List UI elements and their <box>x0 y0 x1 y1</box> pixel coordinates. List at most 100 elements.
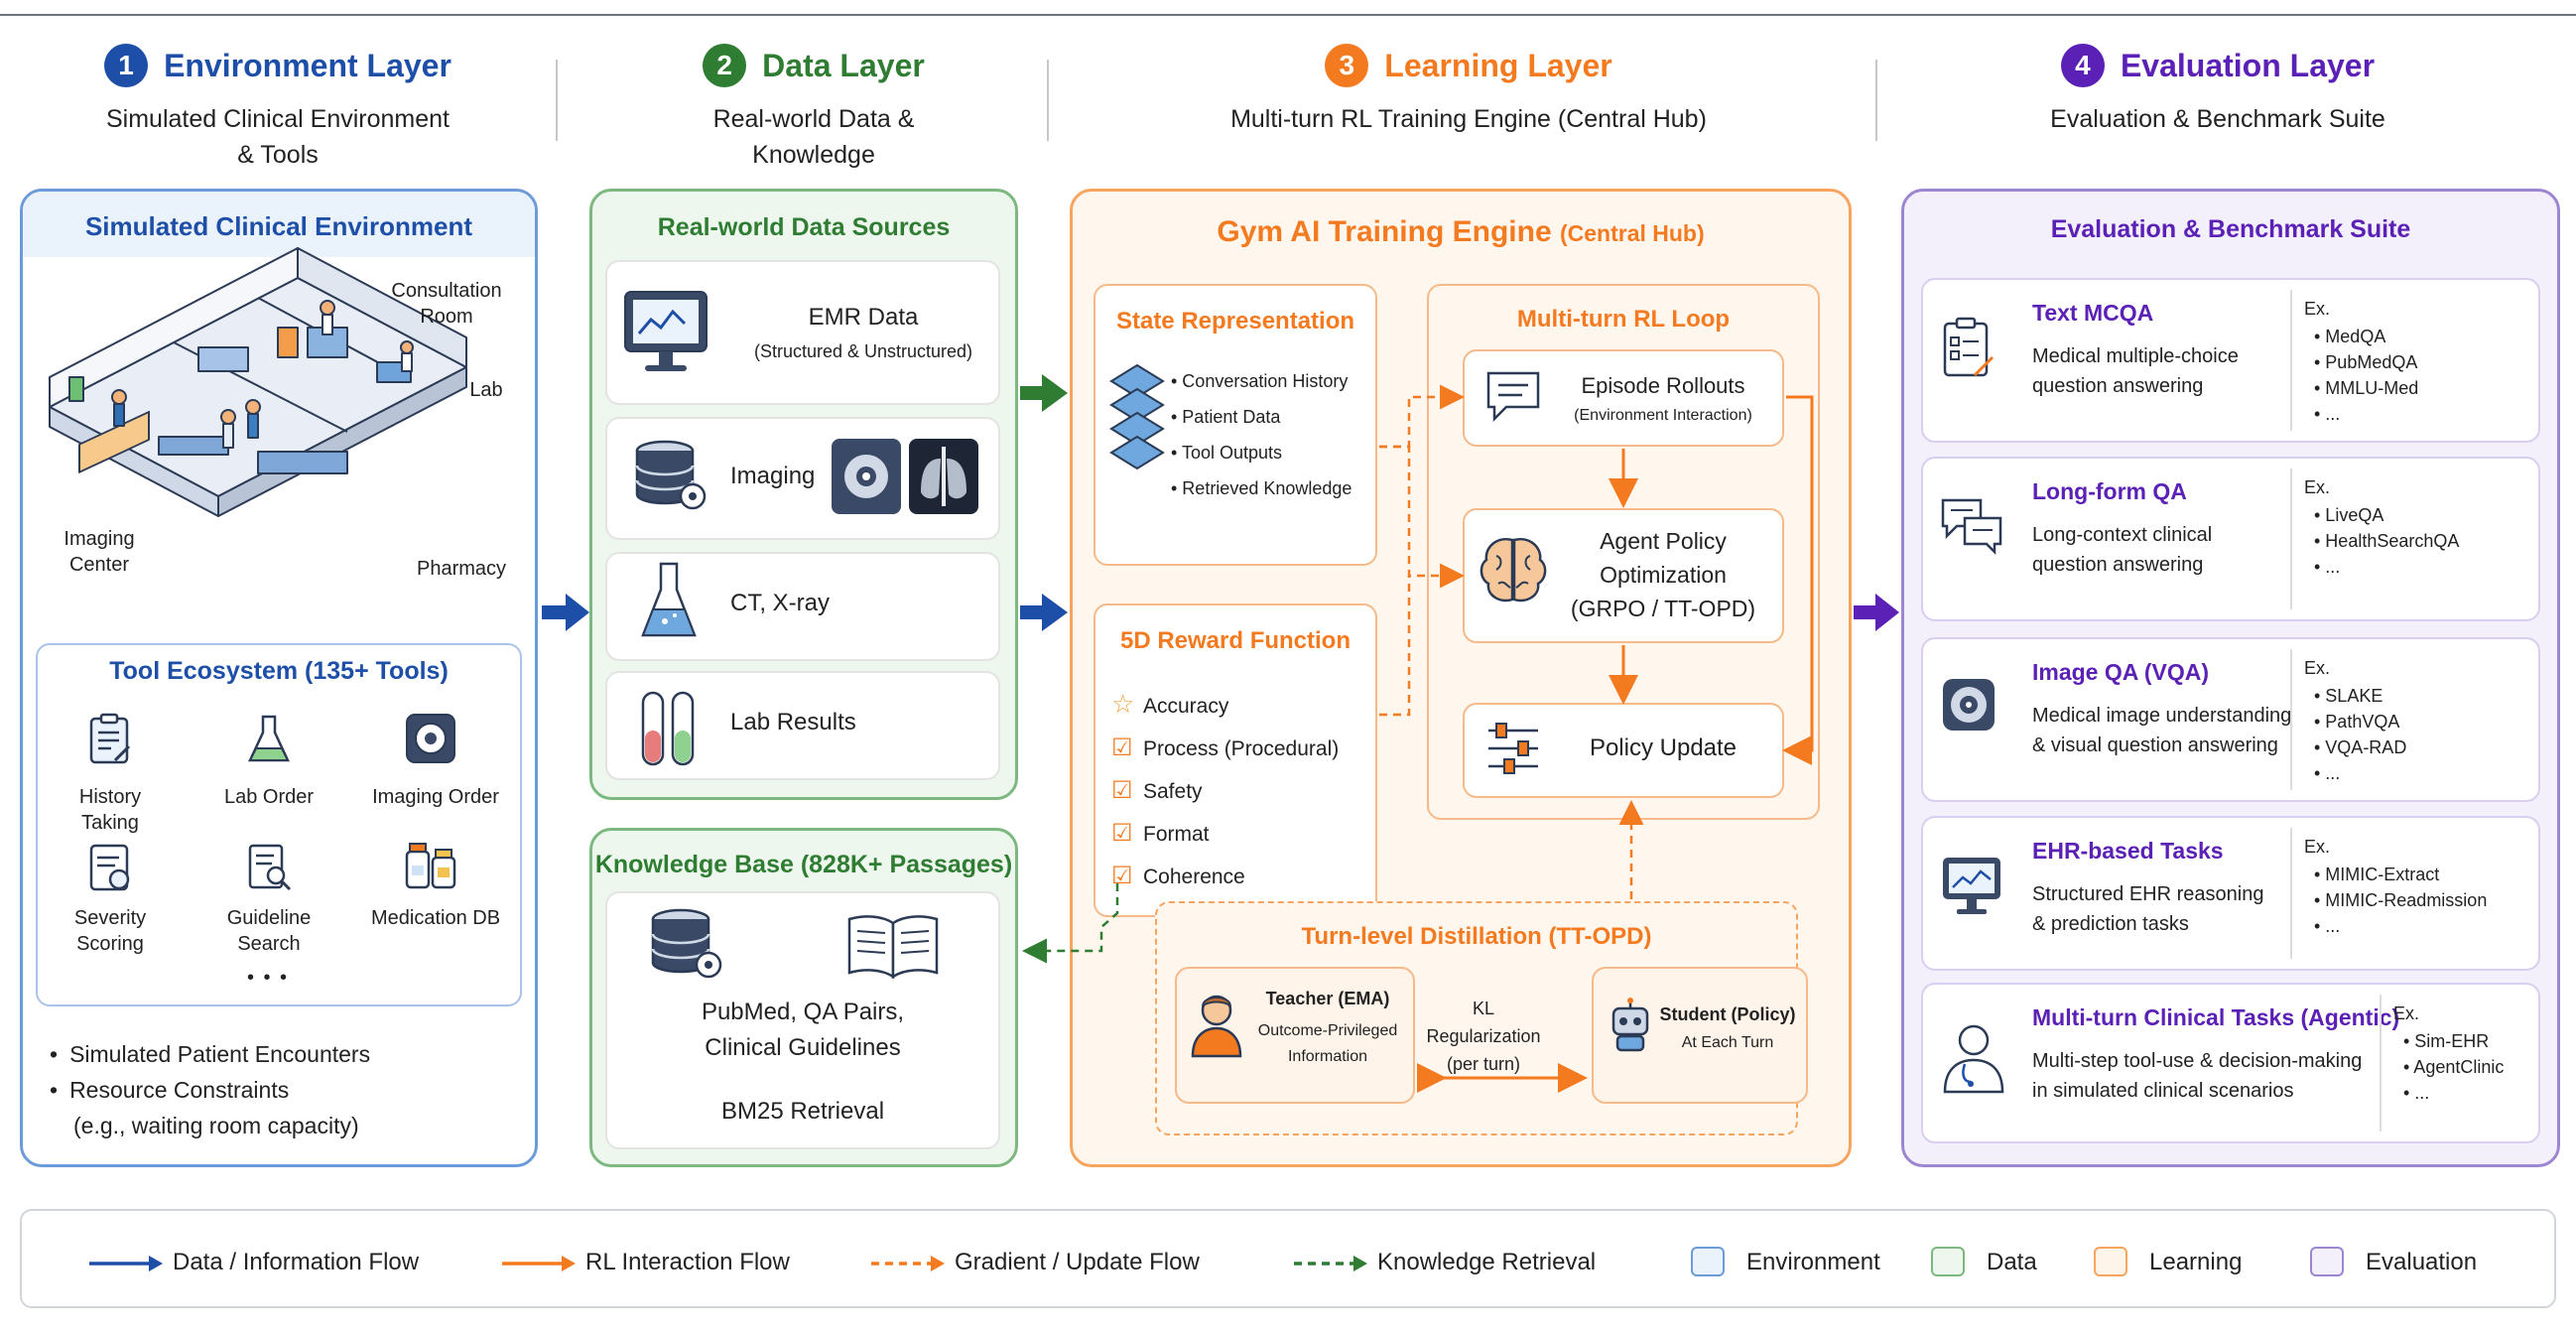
source-label: Lab Results <box>730 709 856 735</box>
layer-subtitle: Real-world Data & <box>712 105 915 133</box>
eval-example: • MMLU-Med <box>2314 378 2419 398</box>
rollouts-sublabel: (Environment Interaction) <box>1574 407 1752 424</box>
eval-card-desc: Structured EHR reasoning <box>2032 883 2264 905</box>
eval-card-title: Multi-turn Clinical Tasks (Agentic) <box>2032 1004 2400 1030</box>
eval-example-label: Ex. <box>2304 299 2331 319</box>
checkbox-icon: ☑ <box>1111 863 1133 889</box>
layer-title: Environment Layer <box>164 47 451 83</box>
engine-title: Gym AI Training Engine (Central Hub) <box>1073 215 1849 249</box>
reward-item: Process (Procedural) <box>1143 737 1340 760</box>
eval-card-title: EHR-based Tasks <box>2032 838 2224 864</box>
eval-card-divider <box>2290 468 2292 609</box>
brain-icon <box>1477 532 1550 616</box>
eval-example-label: Ex. <box>2304 658 2331 678</box>
eval-example: • SLAKE <box>2314 686 2383 706</box>
layer-subtitle: Multi-turn RL Training Engine (Central H… <box>1230 105 1707 133</box>
stacked-layers-icon <box>1107 361 1167 481</box>
more-tools-ellipsis: • • • <box>246 967 290 989</box>
state-title: State Representation <box>1115 308 1355 334</box>
eval-card <box>1921 983 2540 1143</box>
tool-label: Medication DB <box>370 907 501 929</box>
policy-line: Optimization <box>1600 562 1727 588</box>
distillation-title: Turn-level Distillation (TT-OPD) <box>1301 923 1652 950</box>
tool-label: Lab Order <box>223 786 315 808</box>
knowledge-title: Knowledge Base (828K+ Passages) <box>594 851 1013 878</box>
bullet-text: (e.g., waiting room capacity) <box>73 1113 359 1138</box>
database-icon <box>647 905 726 990</box>
map-label-pharmacy: Pharmacy <box>416 558 507 580</box>
layer-title: Learning Layer <box>1384 47 1612 83</box>
legend-label: Gradient / Update Flow <box>955 1249 1200 1275</box>
data-to-learning-arrow-mid <box>1020 594 1068 631</box>
legend-label: RL Interaction Flow <box>585 1249 790 1275</box>
reward-item: Safety <box>1143 780 1203 803</box>
layer-title: Data Layer <box>762 47 925 83</box>
header-divider <box>556 60 558 141</box>
lab-flask-icon <box>244 713 294 773</box>
eval-example: • AgentClinic <box>2403 1057 2505 1077</box>
robot-icon <box>1606 997 1655 1059</box>
layer-number: 1 <box>104 44 149 87</box>
checkbox-icon: ☑ <box>1111 777 1133 804</box>
eval-card-desc: & prediction tasks <box>2032 913 2189 935</box>
database-icon <box>631 437 710 521</box>
eval-example: • ... <box>2314 916 2341 936</box>
tool-ecosystem-title: Tool Ecosystem (135+ Tools) <box>109 657 449 685</box>
policy-update-box <box>1463 703 1784 798</box>
policy-line: Agent Policy <box>1600 528 1727 554</box>
eval-example: • ... <box>2314 763 2341 783</box>
history-icon <box>85 713 135 773</box>
reward-item: Coherence <box>1143 866 1245 888</box>
kl-line: KL Regularization <box>1426 999 1541 1046</box>
eval-example: • HealthSearchQA <box>2314 531 2460 551</box>
source-card-lab <box>605 671 1000 780</box>
eval-card <box>1921 637 2540 802</box>
legend-label: Environment <box>1746 1249 1880 1275</box>
eval-example-label: Ex. <box>2304 837 2331 857</box>
legend-arrow <box>502 1256 576 1271</box>
eval-example-label: Ex. <box>2304 477 2331 497</box>
imaging-scanner-icon <box>403 711 458 771</box>
eval-card-desc: Long-context clinical <box>2032 524 2213 546</box>
environment-title: Simulated Clinical Environment <box>84 211 473 241</box>
eval-card-divider <box>2290 290 2292 431</box>
environment-bullets: •Simulated Patient Encounters •Resource … <box>50 1036 370 1143</box>
policy-label: Agent Policy Optimization (GRPO / TT-OPD… <box>1548 524 1778 625</box>
teacher-label: Teacher (EMA) <box>1265 989 1390 1008</box>
eval-card-title: Long-form QA <box>2032 478 2187 504</box>
legend-swatch <box>1931 1247 1965 1276</box>
eval-card-desc: & visual question answering <box>2032 734 2278 756</box>
student-label: Student (Policy) <box>1659 1004 1796 1024</box>
guideline-search-icon <box>244 842 294 898</box>
clipboard-icon <box>1939 316 1998 386</box>
teacher-sub-line: Outcome-Privileged <box>1257 1022 1398 1039</box>
eval-card-divider <box>2290 828 2292 959</box>
env-to-data-arrow <box>542 594 589 631</box>
bm25-retrieval-label: BM25 Retrieval <box>720 1098 885 1125</box>
eval-card-desc: Medical image understanding <box>2032 705 2292 727</box>
policy-line: (GRPO / TT-OPD) <box>1570 596 1756 621</box>
eval-card-desc: question answering <box>2032 554 2204 576</box>
bullet-text: Simulated Patient Encounters <box>69 1041 371 1067</box>
kl-line: (per turn) <box>1446 1054 1521 1074</box>
layer-subtitle: & Tools <box>237 141 319 169</box>
eval-card-title: Text MCQA <box>2032 300 2154 326</box>
chat-icon <box>1939 494 2004 561</box>
checkbox-icon: ☑ <box>1111 734 1133 761</box>
scan-thumbnail-icon <box>830 437 903 521</box>
source-label: Imaging <box>730 463 816 489</box>
reward-title: 5D Reward Function <box>1119 627 1352 654</box>
knowledge-lines: PubMed, QA Pairs, Clinical Guidelines <box>605 995 1000 1066</box>
open-book-icon <box>845 909 941 986</box>
medication-bottles-icon <box>401 840 460 898</box>
knowledge-line: PubMed, QA Pairs, <box>701 999 905 1025</box>
monitor-icon <box>621 288 710 382</box>
legend-arrow <box>1294 1256 1367 1271</box>
evaluation-title: Evaluation & Benchmark Suite <box>2050 215 2411 243</box>
teacher-sub-line: Information <box>1287 1048 1368 1065</box>
kl-label: KL Regularization (per turn) <box>1419 995 1548 1078</box>
